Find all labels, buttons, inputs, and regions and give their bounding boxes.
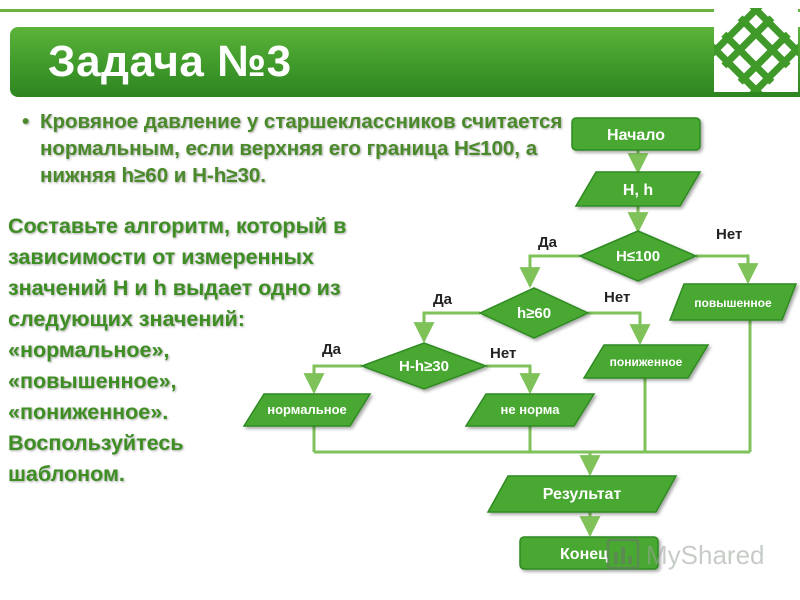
output-normal-parallelogram bbox=[242, 393, 372, 427]
yes-label-3: Да bbox=[322, 341, 342, 358]
condition-h60-diamond bbox=[478, 287, 590, 339]
watermark-chart-icon bbox=[606, 538, 640, 570]
output-normal-label: нормальное bbox=[267, 402, 347, 417]
output-low-label: пониженное bbox=[610, 355, 683, 369]
input-parallelogram bbox=[574, 171, 702, 207]
condition-hh30-diamond bbox=[359, 342, 489, 390]
bullet-paragraph: • Кровяное давление у старшеклассников с… bbox=[14, 108, 564, 189]
logo bbox=[709, 3, 800, 97]
connectors bbox=[303, 150, 759, 538]
output-not-norm-label: не норма bbox=[501, 402, 561, 417]
no-label-3: Нет bbox=[490, 345, 516, 362]
yes-label-2: Да bbox=[433, 291, 453, 308]
slide-title: Задача №3 bbox=[48, 37, 292, 86]
yes-label-1: Да bbox=[538, 234, 558, 251]
bullet-mark: • bbox=[22, 110, 30, 133]
output-high-parallelogram bbox=[668, 283, 798, 321]
condition-h100-diamond bbox=[578, 230, 698, 282]
no-label-1: Нет bbox=[716, 226, 742, 243]
input-label: H, h bbox=[623, 182, 653, 199]
title-banner bbox=[10, 27, 800, 97]
output-not-norm-parallelogram bbox=[464, 393, 596, 427]
condition-h100-label: H≤100 bbox=[616, 248, 660, 265]
knot-logo-icon bbox=[709, 3, 800, 97]
condition-hh30-label: H-h≥30 bbox=[399, 358, 449, 375]
result-label: Результат bbox=[543, 486, 622, 503]
bullet-text: Кровяное давление у старшеклассников счи… bbox=[40, 110, 563, 187]
instructions-text: Составьте алгоритм, который в зависимост… bbox=[8, 214, 347, 486]
output-high-label: повышенное bbox=[694, 296, 772, 310]
watermark-text: MyShared bbox=[646, 540, 765, 570]
start-terminator bbox=[571, 117, 701, 151]
top-accent-line bbox=[0, 9, 800, 12]
start-label: Начало bbox=[607, 127, 665, 144]
no-label-2: Нет bbox=[604, 289, 630, 306]
condition-h60-label: h≥60 bbox=[517, 305, 551, 322]
watermark: MyShared bbox=[606, 538, 765, 570]
result-parallelogram bbox=[486, 475, 678, 513]
end-label: Конец bbox=[560, 546, 608, 563]
output-low-parallelogram bbox=[582, 344, 710, 379]
